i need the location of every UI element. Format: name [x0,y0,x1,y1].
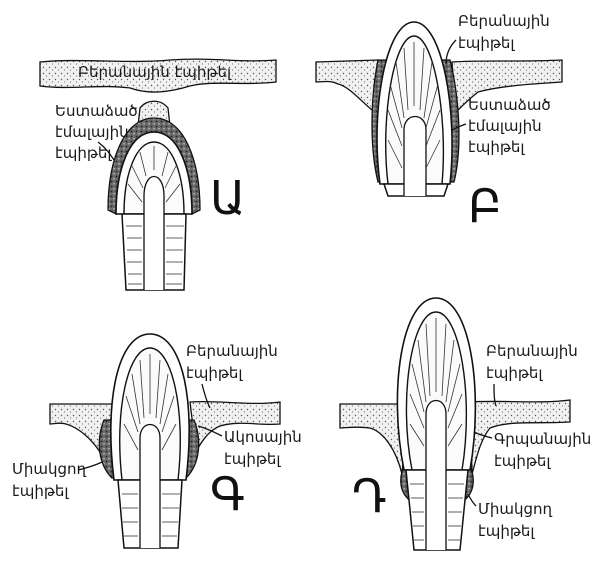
label-junctional-c-2: էպիթել [12,482,69,500]
oral-epithelium-left-d [340,404,404,474]
pulp-d [426,401,446,551]
label-reduced-enamel-b-3: էպիթել [468,138,525,156]
label-oral-epithelium-a: Բերանային էպիթել [78,63,232,81]
label-crevicular-c-1: Ակոսային [224,428,302,446]
pulp-c [140,425,160,549]
panel-letter-d: Դ [352,469,387,523]
panel-b: Բերանային էպիթել Եստաձած էմալային էպիթել… [316,12,562,233]
panel-letter-a: Ա [210,171,245,225]
label-oral-epithelium-c-2: էպիթել [186,364,243,382]
label-gingival-d-2: էպիթել [494,452,551,470]
panel-d: Բերանային էպիթել Գրպանային էպիթել Միակցո… [340,298,591,550]
panel-c: Բերանային էպիթել Ակոսային էպիթել Միակցող… [12,334,302,548]
label-reduced-enamel-b-1: Եստաձած [468,96,551,114]
panel-letter-b: Բ [468,179,502,233]
label-oral-epithelium-d-1: Բերանային [486,342,578,360]
label-junctional-d-2: էպիթել [478,522,535,540]
label-oral-epithelium-c-1: Բերանային [186,342,278,360]
pulp-b [404,117,426,197]
oral-epithelium-left-b [316,60,380,110]
label-reduced-enamel-b-2: էմալային [468,117,542,135]
label-junctional-c-1: Միակցող [12,460,87,478]
pulp-a [144,177,164,291]
label-oral-epithelium-b-1: Բերանային [458,12,550,30]
label-oral-epithelium-b-2: էպիթել [458,34,515,52]
panel-letter-c: Գ [210,467,245,521]
label-oral-epithelium-d-2: էպիթել [486,364,543,382]
leader-junctional-d [468,494,476,506]
label-crevicular-c-2: էպիթել [224,450,281,468]
panel-a: Բերանային էպիթել Եստաձած էմալային էպիթել… [40,59,276,290]
label-reduced-enamel-a-2: էմալային [55,123,129,141]
label-reduced-enamel-a-1: Եստաձած [55,102,138,120]
label-gingival-d-1: Գրպանային [494,430,591,448]
label-junctional-d-1: Միակցող [478,500,553,518]
